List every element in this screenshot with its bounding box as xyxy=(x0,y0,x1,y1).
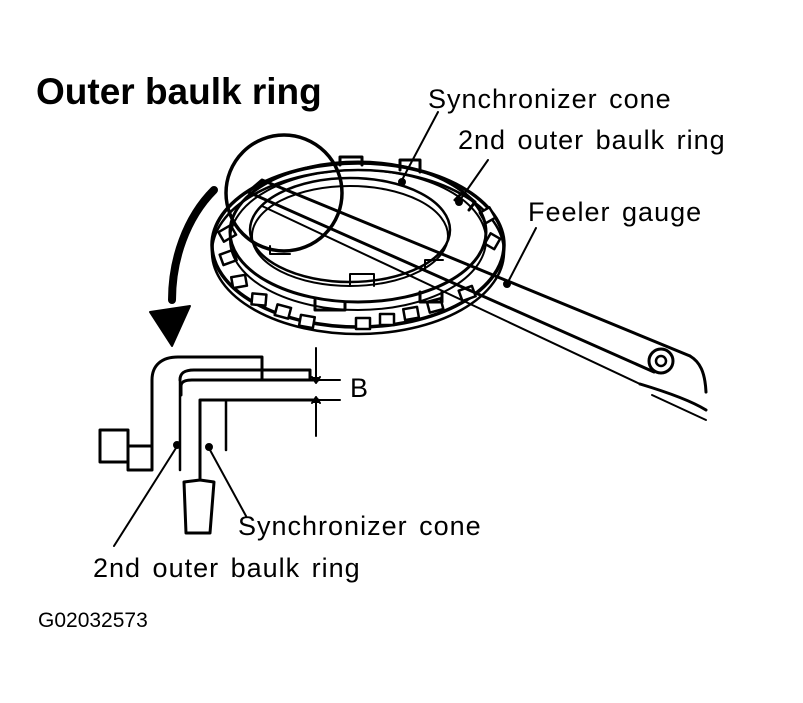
label-outer-baulk-ring-detail: 2nd outer baulk ring xyxy=(93,553,361,583)
detail-baulk-ring xyxy=(98,355,264,472)
clearance-dimension xyxy=(305,347,341,437)
leader-lines xyxy=(113,111,537,547)
outer-baulk-ring-part xyxy=(228,155,488,312)
diagram-title: Outer baulk ring xyxy=(36,71,322,112)
detail-arrow xyxy=(149,186,218,347)
label-outer-baulk-ring-top: 2nd outer baulk ring xyxy=(458,125,726,155)
label-feeler-gauge: Feeler gauge xyxy=(528,197,703,227)
detail-section xyxy=(98,347,341,535)
label-synchronizer-cone-detail: Synchronizer cone xyxy=(238,511,482,541)
detail-synchronizer-cone xyxy=(179,378,320,535)
figure-code: G02032573 xyxy=(38,609,148,632)
synchronizer-assembly xyxy=(210,155,506,336)
magnifier-circle xyxy=(224,133,344,253)
label-synchronizer-cone-top: Synchronizer cone xyxy=(428,84,672,114)
synchronizer-cone-part xyxy=(248,176,452,287)
label-clearance-b: B xyxy=(350,373,370,403)
